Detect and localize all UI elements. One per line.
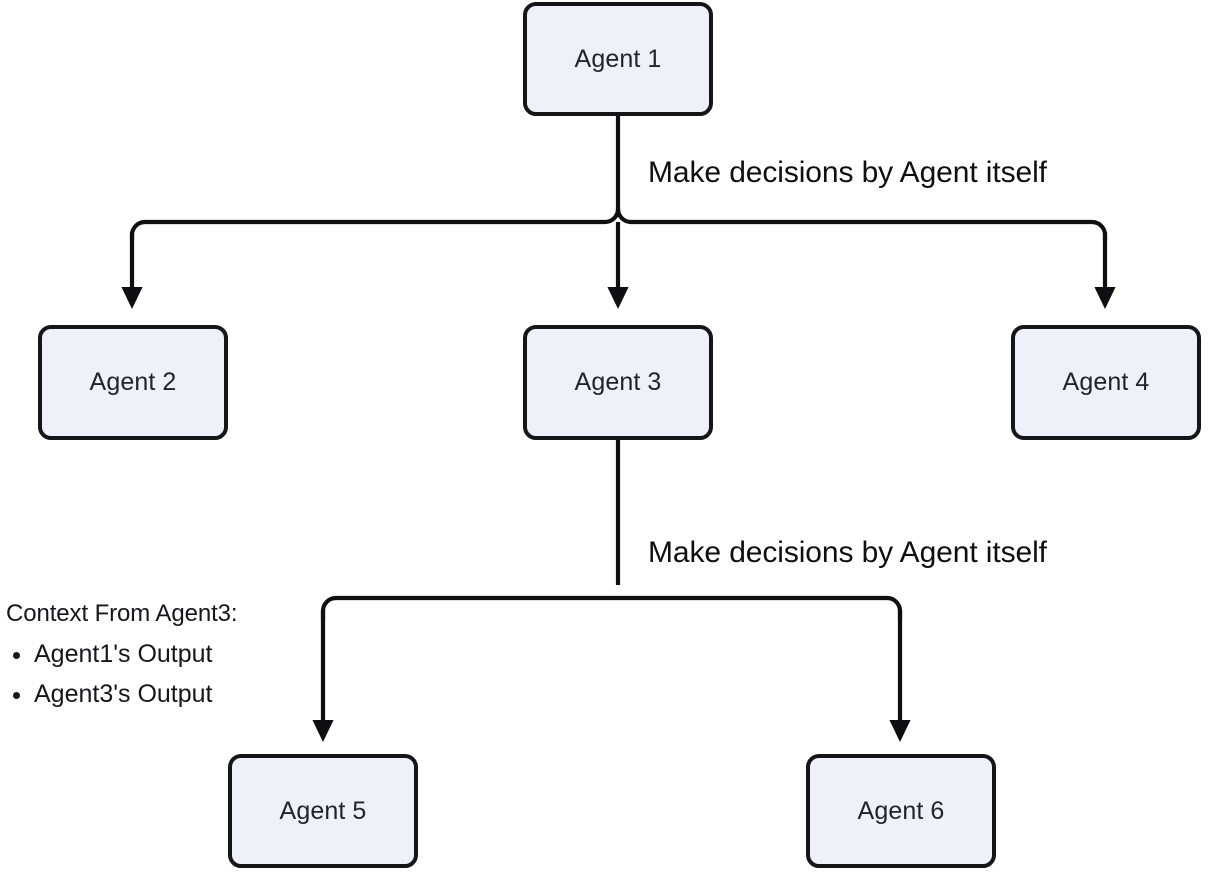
edge-bus-bottom-left: [320, 595, 618, 620]
context-note-title: Context From Agent3:: [6, 600, 238, 627]
context-note: Context From Agent3: Agent1's Output Age…: [6, 600, 238, 714]
node-agent5-label: Agent 5: [279, 796, 367, 825]
node-agent5[interactable]: Agent 5: [228, 754, 418, 868]
edge-label-top: Make decisions by Agent itself: [648, 156, 1047, 189]
context-note-list: Agent1's Output Agent3's Output: [6, 634, 237, 714]
node-agent1[interactable]: Agent 1: [523, 2, 713, 116]
node-agent4[interactable]: Agent 4: [1011, 325, 1201, 440]
context-note-item: Agent1's Output: [6, 634, 237, 674]
node-agent2[interactable]: Agent 2: [38, 325, 228, 440]
node-agent6-label: Agent 6: [857, 796, 945, 825]
node-agent1-label: Agent 1: [574, 44, 662, 73]
node-agent3-label: Agent 3: [574, 368, 662, 396]
edge-label-bottom: Make decisions by Agent itself: [648, 536, 1047, 569]
node-agent6[interactable]: Agent 6: [806, 754, 996, 868]
node-agent3[interactable]: Agent 3: [523, 325, 713, 440]
edge-bus-bottom-right: [618, 595, 903, 620]
node-agent2-label: Agent 2: [89, 368, 177, 396]
node-agent4-label: Agent 4: [1062, 368, 1150, 396]
edge-bus-top-right: [615, 208, 1108, 240]
context-note-item: Agent3's Output: [6, 674, 237, 714]
edge-bus-top-left: [129, 208, 621, 240]
